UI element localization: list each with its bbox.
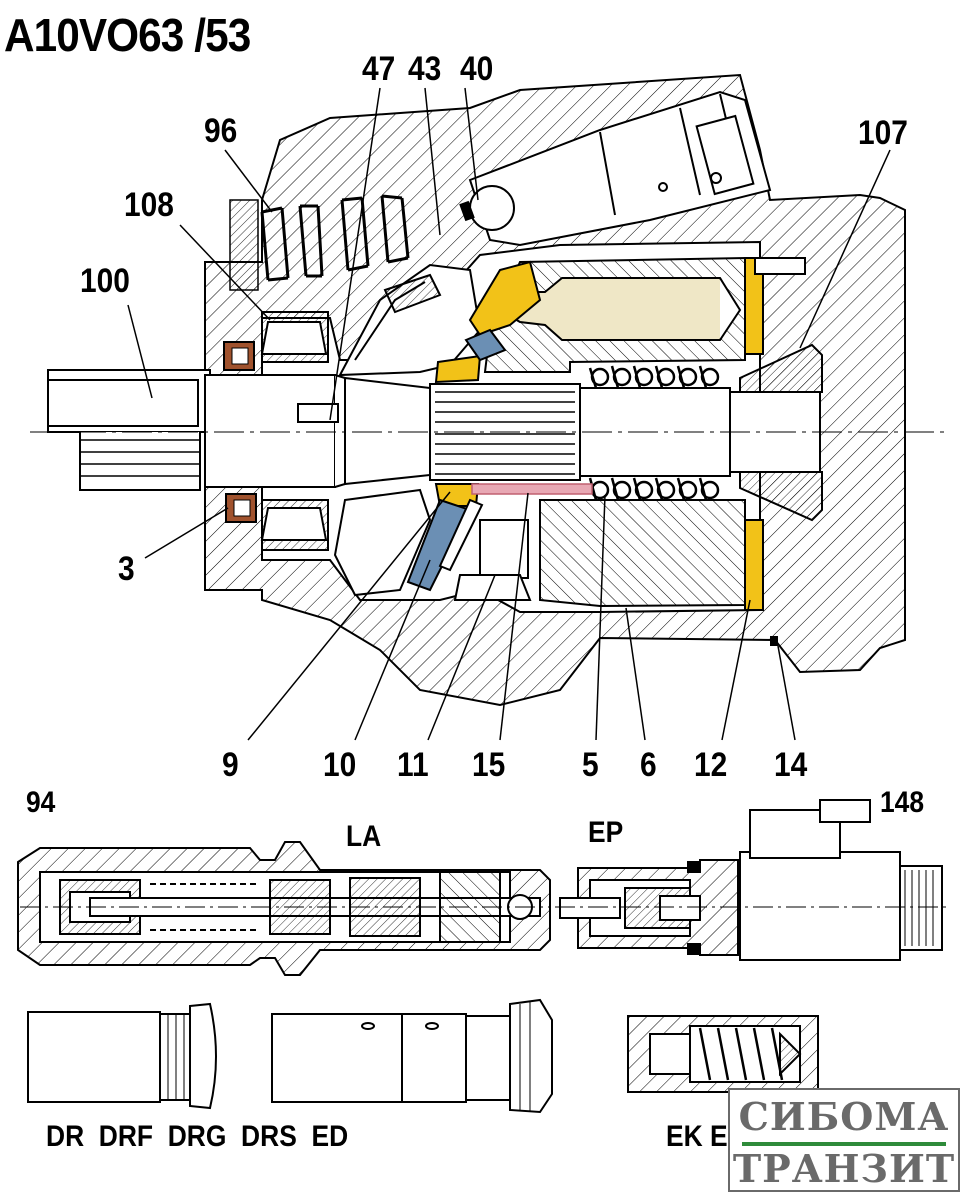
retainer-plate (406, 328, 507, 592)
o-ring-14 (770, 636, 778, 646)
callout-5: 5 (582, 746, 599, 784)
callout-108: 108 (124, 186, 174, 224)
rear-bearing (739, 257, 823, 522)
callout-9: 9 (222, 746, 239, 784)
logo-divider (742, 1142, 946, 1146)
callout-14: 14 (774, 746, 808, 784)
variant-labels-left: DR DRF DRG DRS ED (46, 1120, 349, 1153)
la-controller (17, 841, 551, 976)
callout-6: 6 (640, 746, 657, 784)
front-bearing (260, 311, 329, 551)
callout-47: 47 (362, 50, 396, 88)
swash-plate (338, 263, 482, 377)
callout-96: 96 (204, 112, 238, 150)
section-label-ep: EP (588, 816, 624, 849)
variant-spring-ek (627, 1015, 819, 1093)
variant-spool-ed (271, 998, 553, 1114)
callout-10: 10 (323, 746, 357, 784)
callout-148: 148 (880, 786, 925, 819)
page-title: A10VO63 /53 (4, 9, 251, 61)
logo-line-1: СИБОМА (738, 1094, 950, 1139)
company-logo: СИБОМА ТРАНЗИТ (728, 1088, 960, 1192)
variant-spool-dr (27, 1002, 217, 1110)
valve-plate-bottom (744, 519, 764, 611)
ep-controller (555, 799, 950, 961)
pressure-channel (471, 483, 593, 495)
callout-12: 12 (694, 746, 728, 784)
control-piston-body (468, 90, 772, 247)
section-label-la: LA (346, 820, 382, 853)
callout-40: 40 (460, 50, 494, 88)
callout-107: 107 (858, 114, 908, 152)
cylinder-spring (588, 365, 720, 501)
callout-100: 100 (80, 262, 130, 300)
leader-lines (127, 87, 891, 741)
drive-shaft (47, 369, 821, 491)
callout-11: 11 (397, 746, 429, 784)
callout-43: 43 (408, 50, 442, 88)
callout-94: 94 (26, 786, 56, 819)
callout-15: 15 (472, 746, 506, 784)
callout-3: 3 (118, 550, 135, 588)
cylinder-block (434, 256, 746, 608)
logo-line-2: ТРАНЗИТ (732, 1146, 956, 1191)
spring-96 (260, 194, 410, 282)
